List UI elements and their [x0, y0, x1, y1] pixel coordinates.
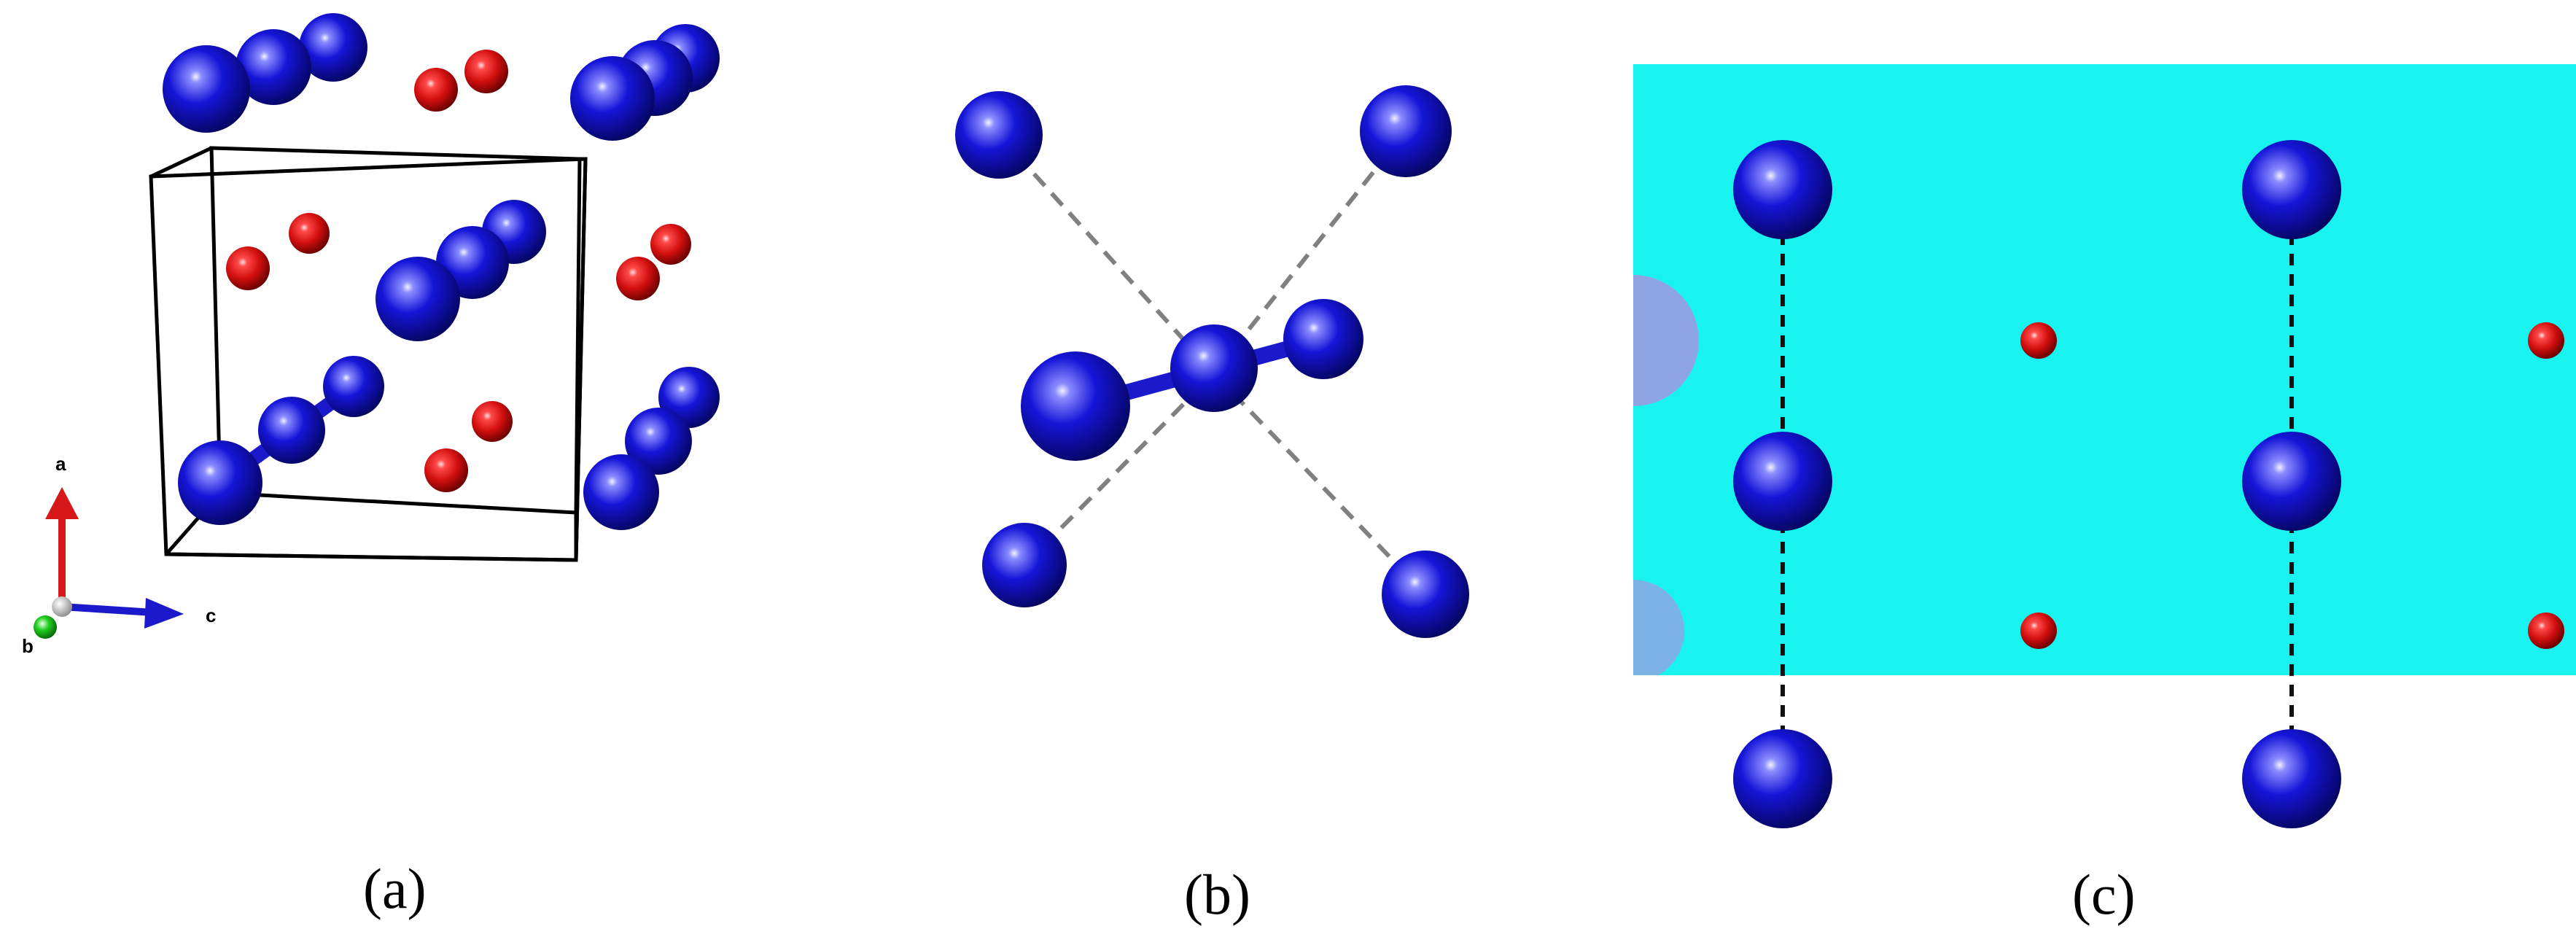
panel-label-a: (a) [363, 857, 427, 920]
panel-label-b: (b) [1184, 863, 1250, 926]
chain-top-right [570, 24, 720, 141]
corner-atom [1382, 551, 1469, 638]
chain-center [375, 200, 546, 341]
large-atom [1733, 140, 1832, 239]
small-atom [226, 246, 270, 290]
large-atom [1733, 729, 1832, 828]
chain-top-left [163, 13, 367, 133]
small-atom [289, 213, 330, 254]
b-axis-label: b [22, 635, 34, 657]
large-atom [2242, 140, 2341, 239]
density-map-panel [1633, 64, 2576, 828]
small-atom [2020, 612, 2057, 649]
small-atom [616, 257, 660, 300]
large-atom [1733, 432, 1832, 531]
small-atom [414, 68, 458, 112]
vertical-dashed-links [1781, 233, 2294, 736]
unit-cell-panel: a c b [22, 13, 720, 657]
small-atom [472, 401, 513, 442]
a-axis-arrow [45, 487, 79, 519]
small-atom [424, 448, 468, 492]
panel-label-c: (c) [2072, 863, 2136, 926]
small-atom [2020, 322, 2057, 359]
center-atom [1021, 351, 1130, 461]
center-atom [1283, 299, 1363, 379]
chain-lower-left [178, 356, 384, 525]
a-axis-label: a [55, 453, 66, 475]
large-atom [2242, 432, 2341, 531]
corner-atom [955, 91, 1043, 179]
dashed-links [997, 130, 1428, 596]
small-atom [650, 224, 691, 265]
small-atom [464, 50, 508, 93]
corner-atom [982, 523, 1067, 607]
chain-lower-right [583, 367, 720, 530]
c-axis-label: c [206, 604, 216, 626]
center-atom [1170, 324, 1258, 412]
small-atom [2528, 322, 2564, 359]
corner-atom [1360, 85, 1452, 177]
small-atom [2528, 612, 2564, 649]
coordination-panel [955, 85, 1469, 638]
large-atom [2242, 729, 2341, 828]
b-axis-marker [34, 615, 57, 639]
axes-triad: a c b [22, 453, 216, 657]
c-axis-arrow [144, 598, 184, 629]
